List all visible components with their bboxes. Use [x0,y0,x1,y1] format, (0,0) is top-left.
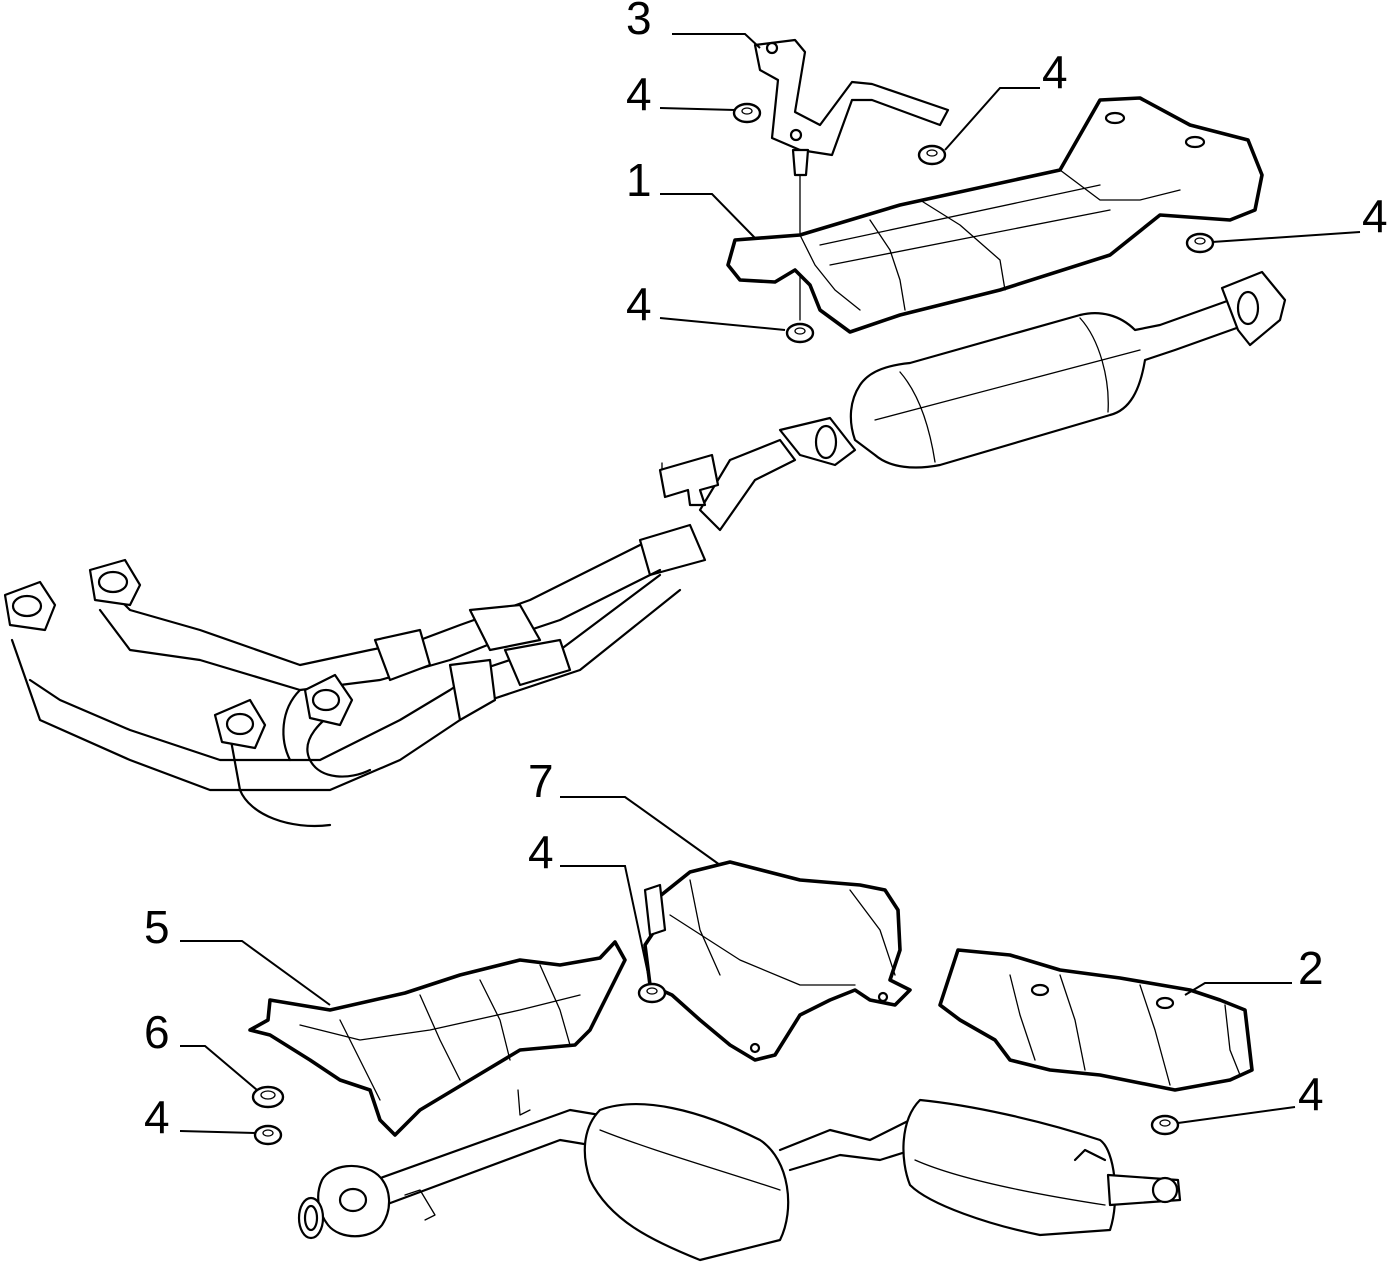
callout-4-center: 4 [528,826,554,878]
callout-2: 2 [1298,942,1324,994]
callout-4-top-left: 4 [626,68,652,120]
washer-part-6 [251,1085,285,1109]
catalytic-converter [778,270,1287,469]
nut-lower-left [253,1124,283,1146]
bracket-part-3 [753,38,950,321]
callout-4-lower-left: 4 [144,1091,170,1143]
callout-1: 1 [626,154,652,206]
rear-exhaust-mufflers [297,1089,1182,1262]
callout-6: 6 [144,1006,170,1058]
callout-labels: 3 4 4 1 4 4 7 4 5 2 6 4 4 [144,0,1388,1143]
nut-under-bracket [785,322,815,344]
callout-4-top-right: 4 [1362,190,1388,242]
nut-top-middle [917,144,947,166]
callout-3: 3 [626,0,652,44]
heat-shield-part-2 [938,948,1254,1092]
nut-lower-right [1150,1114,1180,1136]
nut-top-left [732,102,762,124]
callout-7: 7 [528,755,554,807]
callout-4-under-bracket: 4 [626,278,652,330]
leader-lines [179,33,1361,1134]
heat-shield-part-1 [726,96,1264,334]
callout-4-lower-right: 4 [1298,1068,1324,1120]
callout-4-top-middle: 4 [1042,46,1068,98]
nuts [251,102,1215,1146]
heat-shield-part-5 [248,940,627,1137]
callout-5: 5 [144,901,170,953]
heat-shield-part-7 [643,860,912,1062]
nut-top-right [1185,232,1215,254]
nut-center [637,982,667,1004]
front-exhaust-pipes [3,438,797,827]
